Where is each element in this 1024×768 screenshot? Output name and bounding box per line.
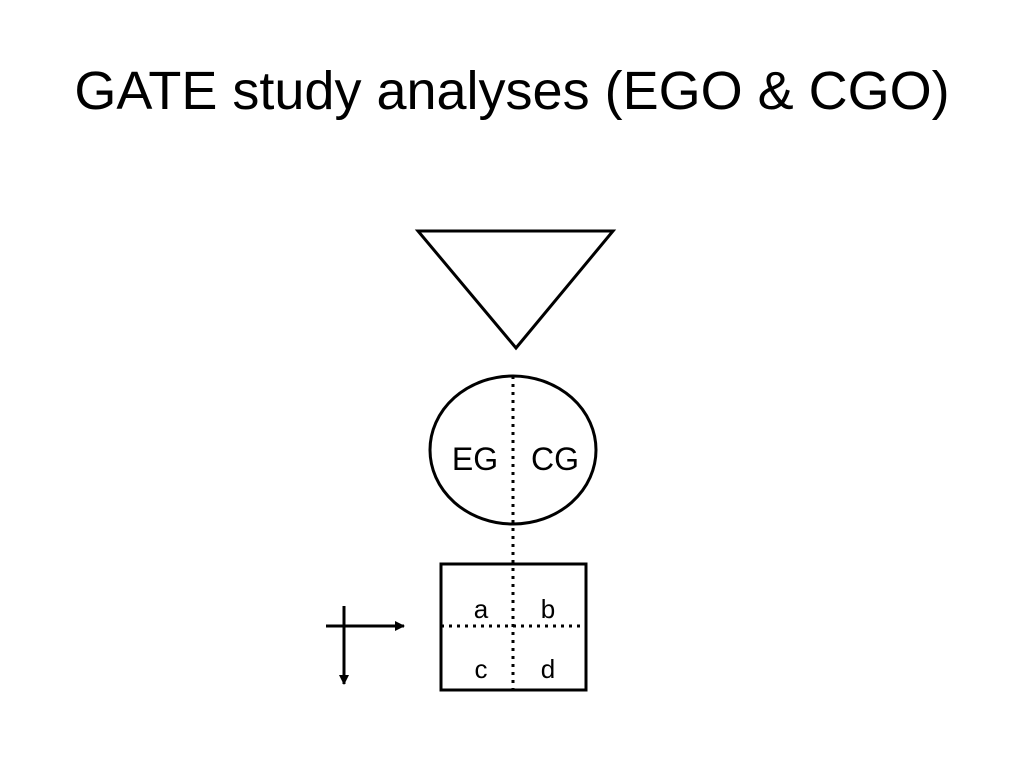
cell-d-label: d [541, 654, 555, 684]
cell-a-label: a [474, 594, 489, 624]
cell-c-label: c [475, 654, 488, 684]
page-title: GATE study analyses (EGO & CGO) [74, 61, 950, 121]
cell-b-label: b [541, 594, 555, 624]
down-triangle-icon [414, 229, 617, 351]
eg-label: EG [452, 441, 498, 477]
cg-label: CG [531, 441, 579, 477]
